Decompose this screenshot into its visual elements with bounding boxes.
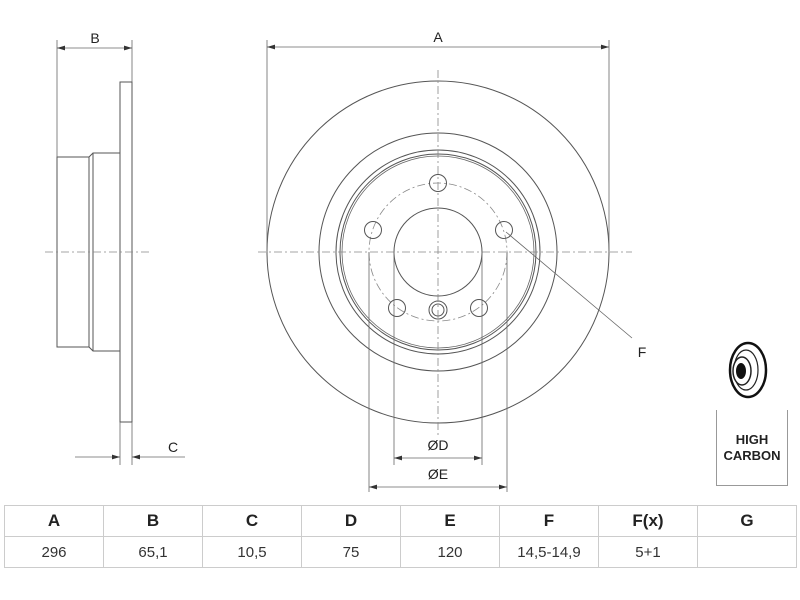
- table-header-row: A B C D E F F(x) G: [4, 505, 797, 537]
- spec-table: A B C D E F F(x) G 296 65,1 10,5 75 120 …: [4, 505, 797, 568]
- disc-icon: [728, 341, 768, 399]
- value-a: 296: [4, 536, 104, 568]
- value-c: 10,5: [202, 536, 302, 568]
- high-carbon-badge: HIGH CARBON: [716, 410, 788, 486]
- value-b: 65,1: [103, 536, 203, 568]
- badge-line-1: HIGH: [735, 432, 769, 447]
- value-g: [697, 536, 797, 568]
- front-view: A ØD ØE F: [258, 29, 646, 492]
- label-c: C: [168, 439, 178, 455]
- label-b: B: [90, 30, 99, 46]
- value-d: 75: [301, 536, 401, 568]
- header-d: D: [301, 505, 401, 537]
- badge-line-2: CARBON: [723, 448, 781, 463]
- label-e: ØE: [428, 466, 448, 482]
- header-a: A: [4, 505, 104, 537]
- side-view: B C: [45, 30, 185, 465]
- value-fx: 5+1: [598, 536, 698, 568]
- label-a: A: [433, 29, 443, 45]
- label-d: ØD: [428, 437, 449, 453]
- header-b: B: [103, 505, 203, 537]
- label-f: F: [638, 344, 647, 360]
- table-row: 296 65,1 10,5 75 120 14,5-14,9 5+1: [4, 536, 797, 568]
- value-e: 120: [400, 536, 500, 568]
- leader-f: [505, 231, 633, 339]
- header-f: F: [499, 505, 599, 537]
- header-g: G: [697, 505, 797, 537]
- header-c: C: [202, 505, 302, 537]
- header-e: E: [400, 505, 500, 537]
- header-fx: F(x): [598, 505, 698, 537]
- value-f: 14,5-14,9: [499, 536, 599, 568]
